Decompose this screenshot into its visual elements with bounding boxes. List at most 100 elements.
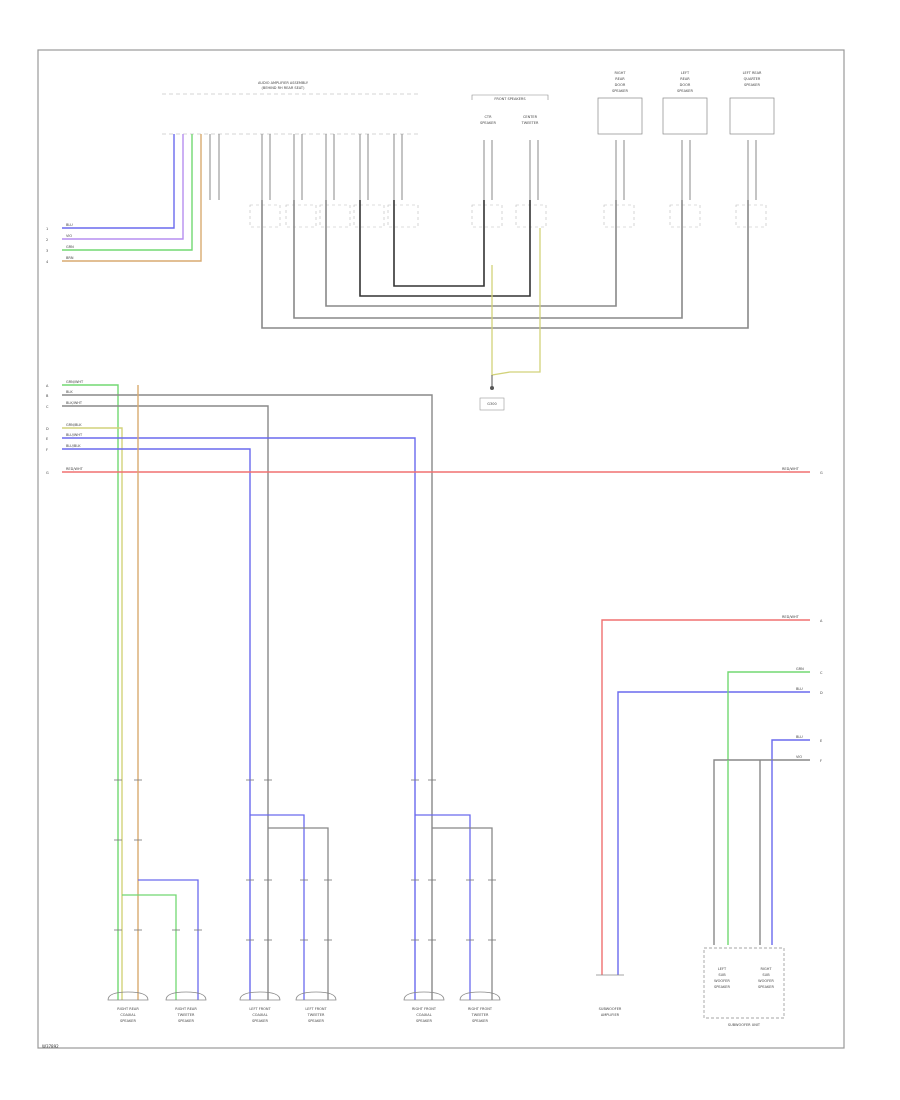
svg-text:COAXIAL: COAXIAL — [416, 1013, 431, 1017]
svg-text:SPEAKER: SPEAKER — [758, 985, 774, 989]
svg-text:SPEAKER: SPEAKER — [178, 1019, 194, 1023]
svg-text:G: G — [820, 471, 823, 475]
svg-text:QUARTER: QUARTER — [744, 77, 761, 81]
amplifier-label-line1: AUDIO AMPLIFIER ASSEMBLY — [258, 81, 309, 85]
front-speakers-label: FRONT SPEAKERS — [494, 97, 526, 101]
svg-text:2: 2 — [46, 238, 48, 242]
svg-text:GRN/WHT: GRN/WHT — [66, 380, 84, 384]
svg-text:CENTER: CENTER — [523, 115, 538, 119]
svg-text:BLK/WHT: BLK/WHT — [66, 401, 83, 405]
svg-text:SPEAKER: SPEAKER — [744, 83, 760, 87]
svg-text:VIO: VIO — [796, 755, 802, 759]
svg-text:C: C — [46, 405, 49, 409]
svg-text:TWEETER: TWEETER — [521, 121, 539, 125]
subwoofer-wires — [601, 619, 810, 975]
svg-text:TWEETER: TWEETER — [307, 1013, 325, 1017]
svg-text:C: C — [820, 671, 823, 675]
front-speakers-header: FRONT SPEAKERS — [471, 94, 549, 101]
svg-text:SUBWOOFER UNIT: SUBWOOFER UNIT — [728, 1023, 761, 1027]
svg-text:3: 3 — [46, 249, 48, 253]
svg-text:D: D — [820, 691, 823, 695]
svg-text:RIGHT FRONT: RIGHT FRONT — [468, 1007, 493, 1011]
svg-text:GRN/BLK: GRN/BLK — [66, 423, 82, 427]
svg-text:RED/WHT: RED/WHT — [66, 467, 84, 471]
svg-text:SPEAKER: SPEAKER — [480, 121, 496, 125]
svg-text:COAXIAL: COAXIAL — [252, 1013, 267, 1017]
svg-text:SUB: SUB — [718, 973, 726, 977]
svg-text:WOOFER: WOOFER — [758, 979, 774, 983]
svg-text:REAR: REAR — [615, 77, 625, 81]
svg-text:GRN: GRN — [796, 667, 804, 671]
svg-text:RIGHT: RIGHT — [615, 71, 627, 75]
left-top-wires — [62, 225, 202, 262]
speaker-connector-marks — [114, 779, 496, 941]
svg-text:BLU/BLK: BLU/BLK — [66, 444, 81, 448]
left-top-tags: BLU VIO GRN BRN 1 2 3 4 — [46, 223, 74, 264]
svg-text:BLU/WHT: BLU/WHT — [66, 433, 83, 437]
speaker-left-front-coaxial — [239, 991, 281, 1001]
speaker-bus-loops — [261, 200, 749, 329]
svg-text:RIGHT: RIGHT — [761, 967, 773, 971]
svg-text:E: E — [46, 437, 48, 441]
diagram-frame — [37, 49, 845, 1049]
svg-text:BLU: BLU — [66, 223, 73, 227]
right-red-tag-top: RED/WHT G — [782, 467, 823, 475]
left-mid-wires — [62, 384, 810, 1000]
subwoofer-amp: SUBWOOFER AMPLIFIER — [596, 974, 624, 1017]
center-ground-wires — [491, 228, 541, 386]
svg-text:F: F — [820, 759, 822, 763]
left-rear-door-block: LEFT REAR DOOR SPEAKER — [662, 71, 708, 135]
subwoofer-unit: LEFT SUB WOOFER SPEAKER RIGHT SUB WOOFER… — [703, 947, 785, 1027]
svg-text:A: A — [820, 619, 823, 623]
left-mid-tags: GRN/WHT BLK BLK/WHT GRN/BLK BLU/WHT BLU/… — [46, 380, 84, 475]
speaker-right-front-tweeter — [459, 991, 501, 1001]
svg-text:B: B — [46, 394, 49, 398]
svg-text:1: 1 — [46, 227, 48, 231]
svg-text:A: A — [46, 384, 49, 388]
svg-text:LEFT FRONT: LEFT FRONT — [305, 1007, 327, 1011]
svg-text:RED/WHT: RED/WHT — [782, 467, 800, 471]
svg-text:AMPLIFIER: AMPLIFIER — [601, 1013, 620, 1017]
svg-text:BLK: BLK — [66, 390, 73, 394]
subwoofer-right-tags: RED/WHT GRN BLU BLU VIO A C D E F — [782, 615, 823, 763]
amplifier-header: AUDIO AMPLIFIER ASSEMBLY (BEHIND RH REAR… — [162, 81, 418, 135]
speaker-branch-wires — [122, 814, 493, 1000]
svg-text:GRN: GRN — [66, 245, 74, 249]
svg-text:F: F — [46, 448, 48, 452]
svg-text:RIGHT REAR: RIGHT REAR — [175, 1007, 197, 1011]
svg-text:SPEAKER: SPEAKER — [120, 1019, 136, 1023]
svg-text:BLU: BLU — [796, 687, 803, 691]
svg-text:4: 4 — [46, 260, 49, 264]
svg-text:WOOFER: WOOFER — [714, 979, 730, 983]
svg-text:RED/WHT: RED/WHT — [782, 615, 800, 619]
left-rear-quarter-block: LEFT REAR QUARTER SPEAKER — [729, 71, 775, 135]
right-rear-door-block: RIGHT REAR DOOR SPEAKER — [597, 71, 643, 135]
center-tweeter-block: CENTER TWEETER — [521, 115, 539, 125]
svg-text:SPEAKER: SPEAKER — [472, 1019, 488, 1023]
svg-text:RIGHT FRONT: RIGHT FRONT — [412, 1007, 437, 1011]
svg-text:D: D — [46, 427, 49, 431]
svg-text:SUBWOOFER: SUBWOOFER — [599, 1007, 622, 1011]
speaker-right-rear-coaxial — [107, 991, 149, 1001]
svg-text:RIGHT REAR: RIGHT REAR — [117, 1007, 139, 1011]
svg-text:LEFT REAR: LEFT REAR — [743, 71, 762, 75]
svg-text:SUB: SUB — [762, 973, 770, 977]
svg-text:COAXIAL: COAXIAL — [120, 1013, 135, 1017]
amplifier-connector-pins — [173, 134, 220, 256]
ground-symbol: G300 — [479, 386, 505, 411]
svg-text:SPEAKER: SPEAKER — [416, 1019, 432, 1023]
speakers — [107, 991, 501, 1001]
center-speaker-block: CTR SPEAKER — [480, 115, 496, 125]
connector-stubs — [261, 134, 757, 200]
footer-code: W37892 — [42, 1044, 59, 1049]
svg-text:VIO: VIO — [66, 234, 72, 238]
svg-text:G: G — [46, 471, 49, 475]
svg-text:TWEETER: TWEETER — [177, 1013, 195, 1017]
svg-text:DOOR: DOOR — [615, 83, 626, 87]
svg-text:LEFT: LEFT — [681, 71, 690, 75]
svg-text:BLU: BLU — [796, 735, 803, 739]
amplifier-label-line2: (BEHIND RH REAR SEAT) — [262, 86, 306, 90]
speaker-labels: RIGHT REAR COAXIAL SPEAKER RIGHT REAR TW… — [117, 1007, 493, 1023]
svg-text:E: E — [820, 739, 822, 743]
